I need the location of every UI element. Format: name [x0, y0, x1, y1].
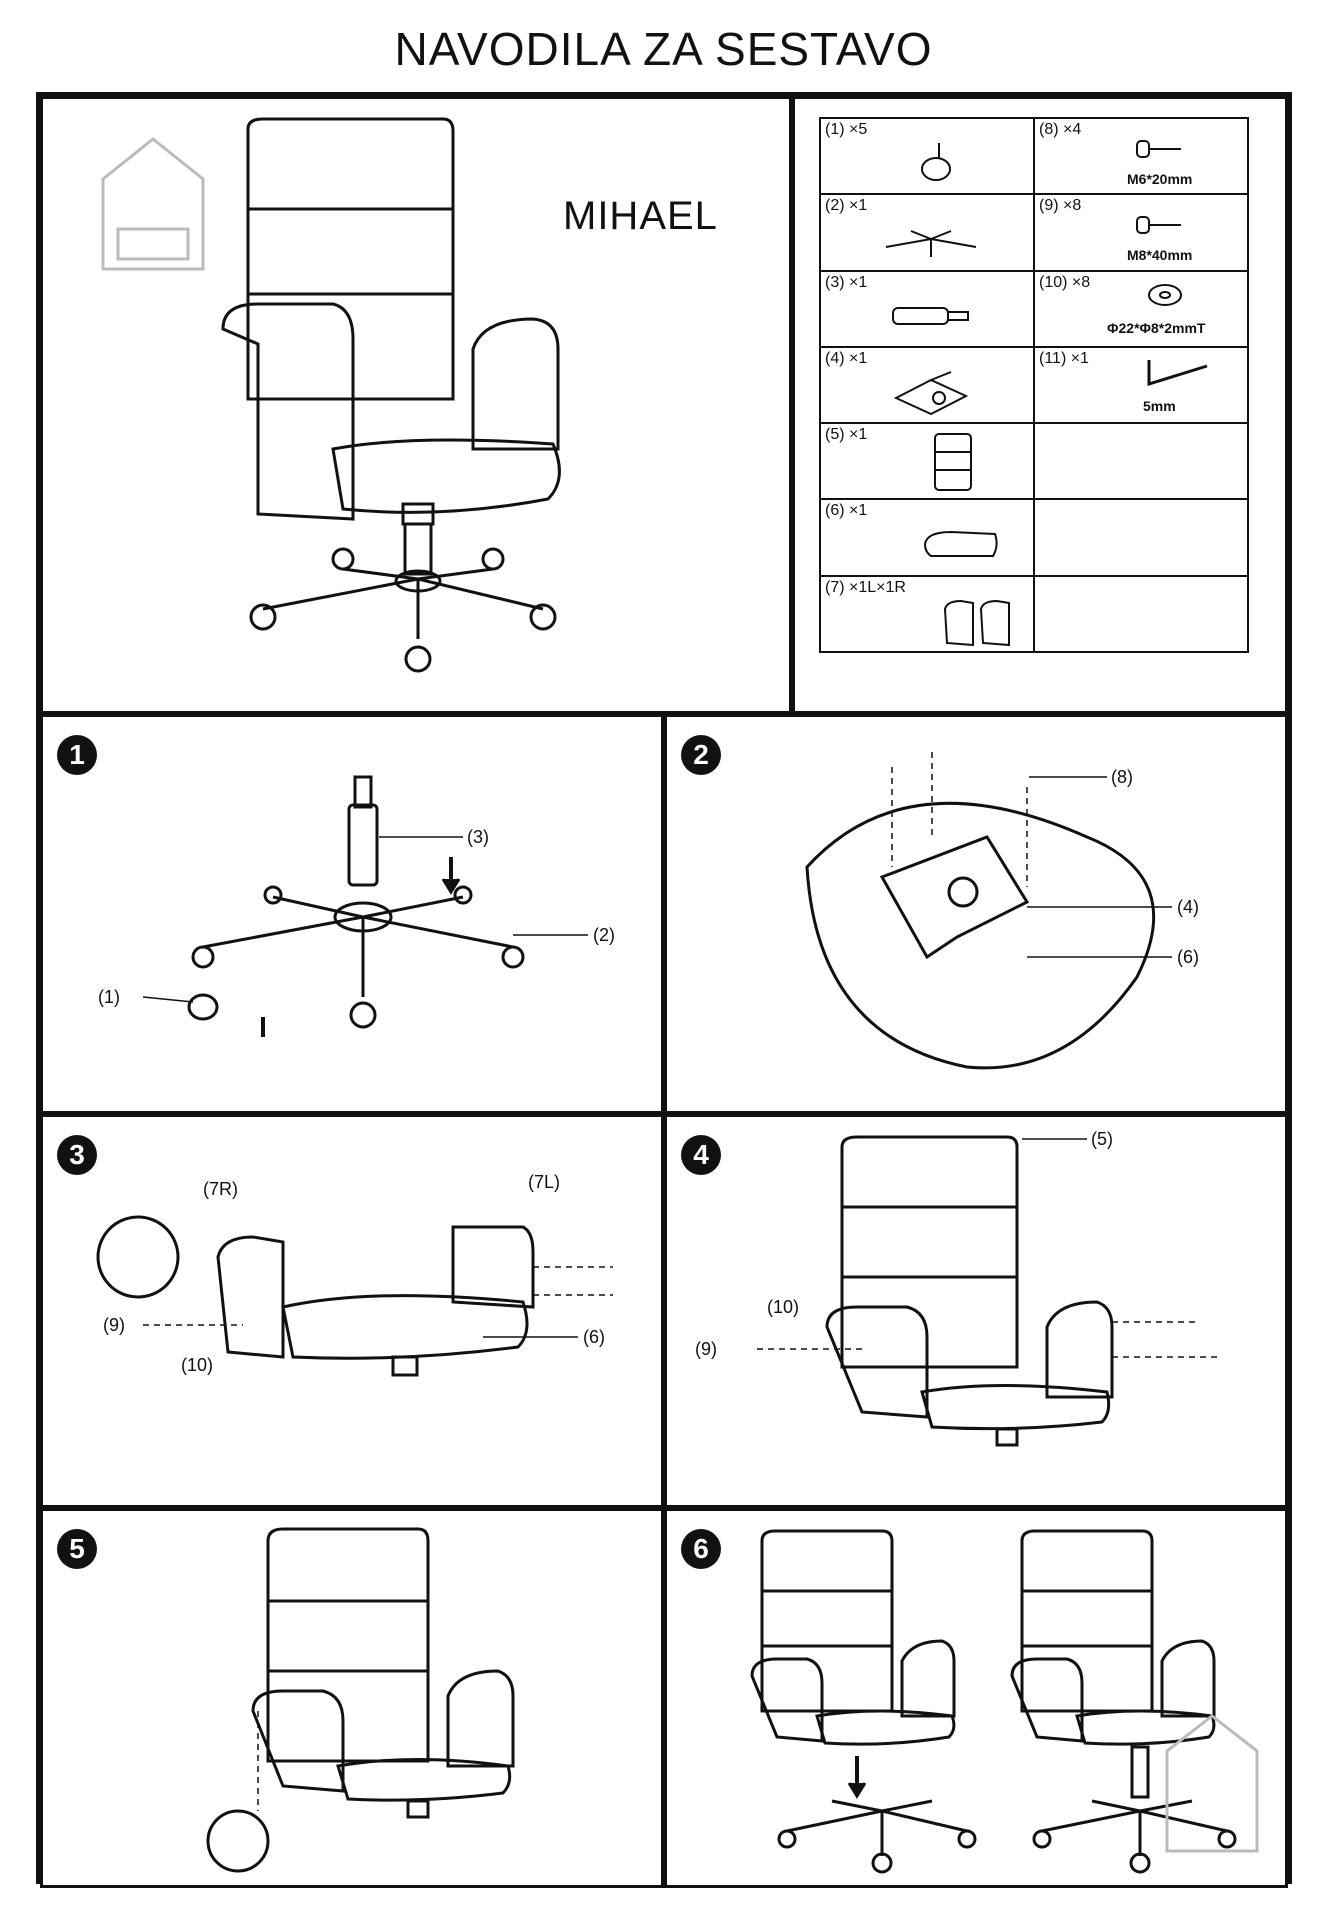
callout-10: (10)	[767, 1297, 800, 1317]
part-cell-empty-1	[1033, 422, 1249, 501]
washer-icon	[1148, 283, 1182, 306]
step-2-panel: 2 (8) (4) (6)	[664, 714, 1288, 1114]
step-3-panel: 3 (7R) (7L) (9) (10) (6)	[40, 1114, 664, 1508]
step-2-illustration	[805, 752, 1172, 1070]
part-cell-8: (8) ×4 M6*20mm	[1033, 116, 1249, 196]
tilt-mechanism-icon	[893, 370, 969, 415]
step-number: 1	[57, 735, 97, 775]
step-5-panel: 5	[40, 1508, 664, 1888]
step-6-panel: 6	[664, 1508, 1288, 1888]
instruction-sheet: MIHAEL (1) ×5 (8) ×4 M6*20mm (2) ×1	[36, 92, 1292, 1888]
part-cell-2: (2) ×1	[819, 193, 1035, 272]
part-cell-3: (3) ×1	[819, 269, 1035, 348]
model-name: MIHAEL	[563, 194, 718, 238]
armrest-icon	[943, 599, 1010, 646]
callout-4: (4)	[1177, 897, 1199, 917]
callout-1: (1)	[98, 987, 120, 1007]
chair-illustration	[101, 117, 561, 673]
callout-10: (10)	[181, 1355, 214, 1375]
part-cell-11: (11) ×1 5mm	[1033, 345, 1249, 425]
backrest-icon	[934, 433, 972, 492]
callout-5: (5)	[1091, 1129, 1113, 1149]
callout-6: (6)	[583, 1327, 605, 1347]
callout-8: (8)	[1111, 767, 1133, 787]
callout-9: (9)	[103, 1315, 125, 1335]
parts-list-panel: (1) ×5 (8) ×4 M6*20mm (2) ×1 (9) ×8 M8	[792, 96, 1288, 714]
seat-icon	[923, 531, 998, 558]
part-cell-1: (1) ×5	[819, 116, 1035, 196]
step-number: 4	[681, 1135, 721, 1175]
part-cell-9: (9) ×8 M8*40mm	[1033, 193, 1249, 272]
step-4-illustration	[757, 1135, 1217, 1447]
parts-table: (1) ×5 (8) ×4 M6*20mm (2) ×1 (9) ×8 M8	[819, 116, 1249, 654]
part-cell-empty-2	[1033, 498, 1249, 577]
part-cell-5: (5) ×1	[819, 422, 1035, 501]
step-4-panel: 4 (5) (10) (9)	[664, 1114, 1288, 1508]
callout-6: (6)	[1177, 947, 1199, 967]
part-cell-4: (4) ×1	[819, 345, 1035, 425]
step-number: 3	[57, 1135, 97, 1175]
hex-key-icon	[1147, 359, 1208, 386]
bolt-icon	[1136, 140, 1181, 158]
callout-9: (9)	[695, 1339, 717, 1359]
callout-7r: (7R)	[203, 1179, 238, 1199]
callout-3: (3)	[467, 827, 489, 847]
step-1-panel: 1 (3) (2) (1)	[40, 714, 664, 1114]
part-cell-6: (6) ×1	[819, 498, 1035, 577]
bolt-icon	[1136, 216, 1181, 235]
callout-2: (2)	[593, 925, 615, 945]
step-number: 6	[681, 1529, 721, 1569]
part-cell-empty-3	[1033, 574, 1249, 654]
step-number: 2	[681, 735, 721, 775]
page-title: NAVODILA ZA SESTAVO	[394, 23, 933, 75]
overview-panel: MIHAEL	[40, 96, 792, 714]
part-cell-10: (10) ×8 Φ22*Φ8*2mmT	[1033, 269, 1249, 348]
step-5-illustration	[206, 1527, 515, 1873]
step-3-illustration	[96, 1215, 613, 1377]
part-cell-7: (7) ×1L×1R	[819, 574, 1035, 654]
gas-lift-icon	[892, 306, 969, 325]
step-number: 5	[57, 1529, 97, 1569]
step-1-illustration	[142, 775, 588, 1037]
step-6-illustration	[750, 1529, 1259, 1874]
caster-wheel-icon	[921, 143, 951, 181]
star-base-icon	[885, 230, 977, 258]
callout-7l: (7L)	[528, 1172, 561, 1192]
